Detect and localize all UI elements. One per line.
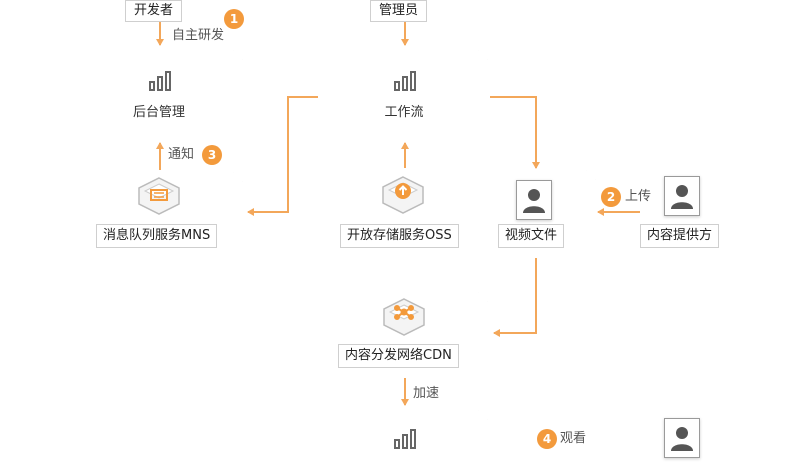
arrow-workflow-mns bbox=[247, 96, 318, 216]
oss-label: 开放存储服务OSS bbox=[340, 224, 459, 248]
mns-label: 消息队列服务MNS bbox=[96, 224, 218, 248]
arrow-video-cdn bbox=[493, 258, 537, 337]
step-2-text: 上传 bbox=[625, 189, 652, 204]
backend-label: 后台管理 bbox=[132, 105, 185, 120]
connector-lines bbox=[156, 22, 640, 406]
arrow-workflow-video bbox=[490, 96, 540, 169]
viewer-avatar bbox=[664, 418, 700, 458]
content-provider-label: 内容提供方 bbox=[640, 224, 720, 248]
person-icon bbox=[671, 427, 693, 451]
step-3-badge: 3 bbox=[202, 145, 222, 165]
diagram-canvas: 开发者 1 自主研发 后台管理 管理员 工作流 通知 3 消息队列服务MNS bbox=[0, 0, 720, 450]
content-provider-avatar bbox=[664, 176, 700, 216]
oss-storage-icon bbox=[382, 176, 424, 214]
step-1-badge: 1 bbox=[224, 9, 244, 29]
workflow-card[interactable] bbox=[320, 50, 488, 138]
step-4-text: 观看 bbox=[560, 431, 587, 446]
cdn-label: 内容分发网络CDN bbox=[338, 344, 459, 368]
video-file-avatar bbox=[516, 180, 552, 220]
bar-chart-icon bbox=[394, 429, 416, 449]
backend-card[interactable] bbox=[75, 50, 243, 138]
person-icon bbox=[523, 189, 545, 213]
accelerate-text: 加速 bbox=[413, 386, 440, 401]
person-icon bbox=[671, 185, 693, 209]
step-4-badge: 4 bbox=[537, 429, 557, 449]
bar-chart-icon bbox=[394, 71, 416, 91]
workflow-label: 工作流 bbox=[384, 105, 424, 120]
cdn-network-icon bbox=[383, 298, 425, 336]
video-file-label: 视频文件 bbox=[498, 224, 565, 248]
admin-label: 管理员 bbox=[370, 0, 428, 22]
step-2-badge: 2 bbox=[601, 187, 621, 207]
bar-chart-icon bbox=[149, 71, 171, 91]
step-3-text: 通知 bbox=[168, 147, 195, 162]
mns-queue-icon bbox=[138, 177, 180, 215]
step-1-text: 自主研发 bbox=[172, 28, 225, 43]
developer-label: 开发者 bbox=[125, 0, 183, 22]
